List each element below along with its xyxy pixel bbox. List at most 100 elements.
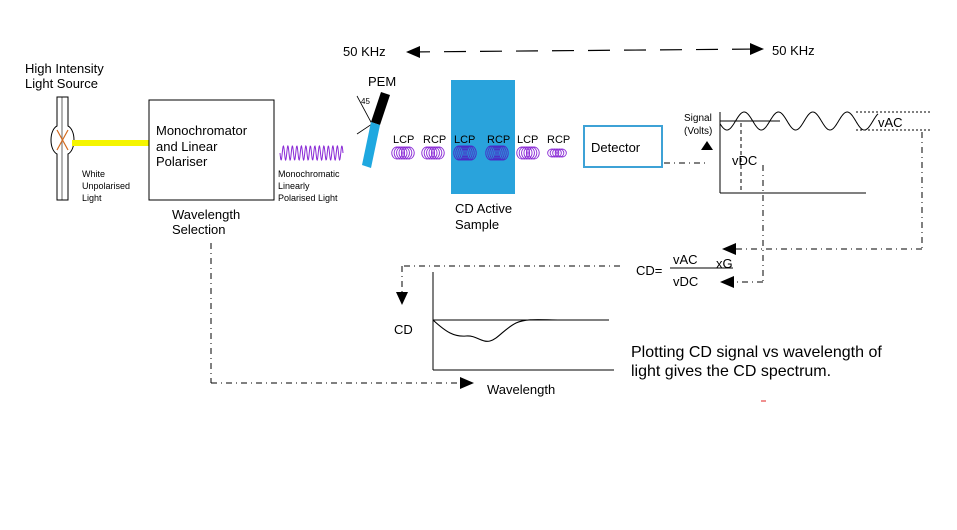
lcp-coil-2-loop xyxy=(461,145,473,161)
white-light-beam xyxy=(72,140,150,146)
lcp-coil-3 xyxy=(516,146,540,160)
frequency-right-label: 50 KHz xyxy=(772,43,815,58)
detector-box xyxy=(583,125,663,168)
lcp-coil-1-loop xyxy=(398,146,410,160)
signal-plot: Signal (Volts) vAC vDC xyxy=(684,111,932,194)
sample-label-line2: Sample xyxy=(455,217,499,232)
lcp-label-3: LCP xyxy=(517,134,538,146)
monochromator: Monochromator and Linear Polariser Wavel… xyxy=(148,99,275,237)
frequency-left-label: 50 KHz xyxy=(343,44,386,59)
caption-line2: light gives the CD spectrum. xyxy=(631,363,831,380)
lcp-coil-1-loop xyxy=(391,146,403,160)
rcp-coil-3-loop xyxy=(557,148,567,158)
arrow-to-vdc-icon xyxy=(720,276,734,288)
mono-light-label-line2: Linearly xyxy=(278,181,310,191)
circular-polarisation-helices xyxy=(391,145,567,161)
rcp-coil-2-loop xyxy=(489,145,501,161)
lcp-coil-3-loop xyxy=(523,146,535,160)
pem: PEM 45 xyxy=(356,74,396,168)
rcp-coil-3 xyxy=(547,148,567,158)
lcp-coil-3-loop xyxy=(516,146,528,160)
sample-label-line1: CD Active xyxy=(455,201,512,216)
white-light-label-line3: Light xyxy=(82,193,102,203)
lcp-coil-3-loop xyxy=(525,146,538,160)
white-light-label-line1: White xyxy=(82,169,105,179)
detector-label: Detector xyxy=(591,140,641,155)
lcp-coil-2-loop xyxy=(463,145,475,161)
mono-light-label-line1: Monochromatic xyxy=(278,169,340,179)
lcp-coil-3-loop xyxy=(521,146,533,160)
rcp-coil-1 xyxy=(421,146,445,160)
lamp-icon xyxy=(50,96,75,201)
frequency-dashed-line xyxy=(407,48,761,53)
light-source-label-line2: Light Source xyxy=(25,76,98,91)
mono-light-label-line3: Polarised Light xyxy=(278,193,338,203)
pem-transducer xyxy=(371,92,390,125)
signal-ylabel-line2: (Volts) xyxy=(684,126,712,137)
signal-ac-wave xyxy=(719,111,879,131)
caption-line1: Plotting CD signal vs wavelength of xyxy=(631,344,882,361)
white-light-label-line2: Unpolarised xyxy=(82,181,130,191)
rcp-coil-3-loop xyxy=(554,148,565,158)
lcp-label-1: LCP xyxy=(393,134,414,146)
monochromatic-wave: Monochromatic Linearly Polarised Light xyxy=(278,144,344,203)
cd-xlabel: Wavelength xyxy=(487,382,555,397)
rcp-coil-1-loop xyxy=(428,146,440,160)
monochromator-label-line1: Monochromator xyxy=(156,123,248,138)
rcp-coil-2-loop xyxy=(497,145,509,161)
monochromatic-wave-path xyxy=(279,144,344,162)
rcp-label-2: RCP xyxy=(487,134,510,146)
polarisation-labels: LCP RCP LCP RCP LCP RCP xyxy=(393,134,570,146)
rcp-coil-1-loop xyxy=(423,146,436,160)
light-source: High Intensity Light Source White Unpola… xyxy=(25,61,130,203)
lcp-coil-2 xyxy=(453,145,477,161)
lcp-coil-2-loop xyxy=(457,145,469,161)
rcp-coil-1-loop xyxy=(430,146,443,160)
frequency-indicator: 50 KHz 50 KHz xyxy=(343,43,815,59)
vac-label: vAC xyxy=(878,115,903,130)
rcp-coil-3-loop xyxy=(549,148,560,158)
rcp-coil-3-loop xyxy=(547,148,557,158)
lcp-coil-1-loop xyxy=(396,146,408,160)
wavelength-selection-line2: Selection xyxy=(172,222,225,237)
rcp-coil-1-loop xyxy=(421,146,433,160)
signal-ylabel-line1: Signal xyxy=(684,113,712,124)
signal-path-lines xyxy=(720,132,923,288)
wavelength-selection-line1: Wavelength xyxy=(172,207,240,222)
lcp-coil-1-loop xyxy=(403,146,415,160)
rcp-coil-1-loop xyxy=(426,146,438,160)
lcp-label-2: LCP xyxy=(454,134,475,146)
lcp-coil-3-loop xyxy=(518,146,531,160)
monochromator-box xyxy=(148,99,275,201)
cd-ylabel: CD xyxy=(394,322,413,337)
lcp-coil-1-loop xyxy=(400,146,413,160)
arrow-down-to-cd-icon xyxy=(396,292,408,305)
return-path-lines xyxy=(210,243,620,389)
arrow-to-vac-icon xyxy=(722,243,736,255)
pem-angle-label: 45 xyxy=(361,97,370,106)
vdc-label: vDC xyxy=(732,153,757,168)
formula-numerator: vAC xyxy=(673,252,698,267)
lcp-coil-1 xyxy=(391,146,415,160)
formula-factor: xG xyxy=(716,256,733,271)
arrow-right-icon xyxy=(750,43,764,55)
rcp-coil-2-loop xyxy=(495,145,507,161)
cd-spectrum-curve xyxy=(432,319,561,342)
rcp-coil-2-loop xyxy=(491,145,503,161)
monochromator-label-line2: and Linear xyxy=(156,139,218,154)
cd-formula: CD= vAC vDC xG xyxy=(636,252,733,289)
lcp-coil-3-loop xyxy=(528,146,540,160)
rcp-label-3: RCP xyxy=(547,134,570,146)
signal-arrow-up-icon xyxy=(701,141,713,150)
arrow-left-icon xyxy=(406,46,420,58)
rcp-coil-3-loop xyxy=(552,148,562,158)
lcp-coil-2-loop xyxy=(459,145,471,161)
light-source-label-line1: High Intensity xyxy=(25,61,104,76)
rcp-coil-2 xyxy=(485,145,509,161)
rcp-coil-1-loop xyxy=(433,146,445,160)
rcp-label-1: RCP xyxy=(423,134,446,146)
rcp-coil-2-loop xyxy=(493,145,505,161)
arrow-to-wavelength-icon xyxy=(460,377,474,389)
cd-spectrum-plot: CD Wavelength xyxy=(394,272,614,397)
